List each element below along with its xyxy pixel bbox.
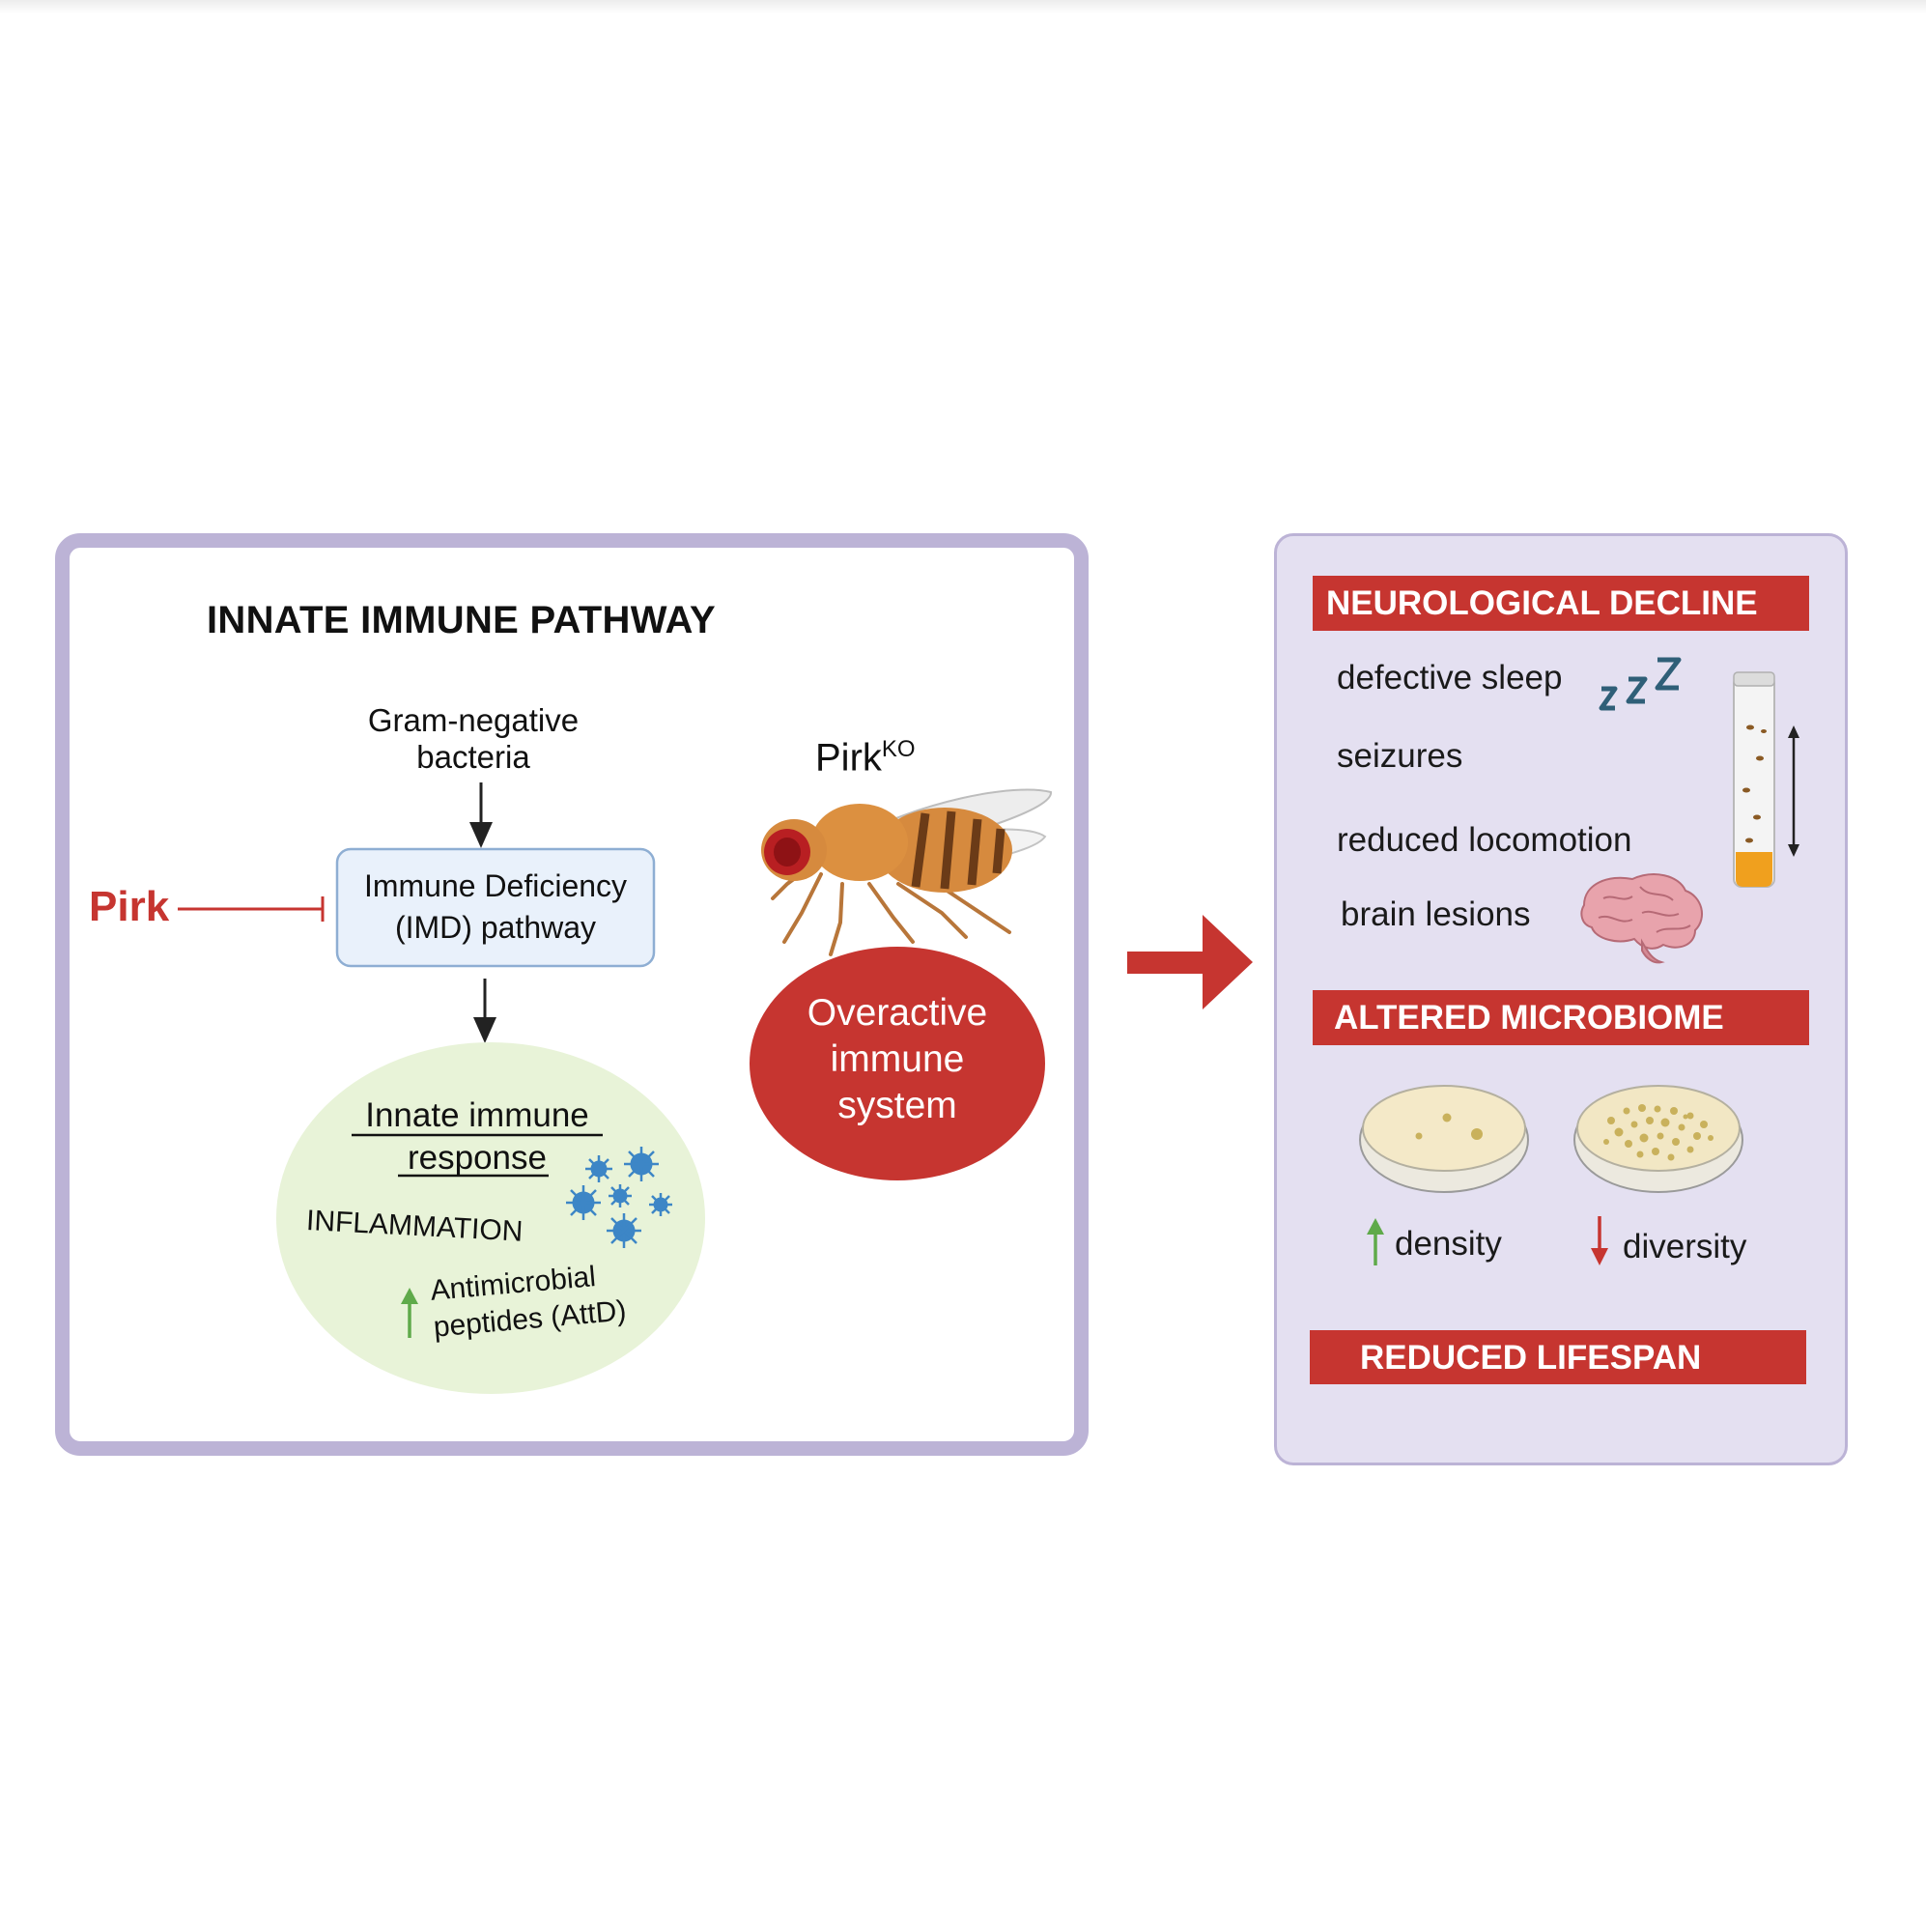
panel-title: INNATE IMMUNE PATHWAY [207,599,717,641]
diversity-down-arrow [1591,1216,1608,1265]
overactive-line1: Overactive [807,992,988,1034]
amp-up-arrow [401,1288,418,1338]
effect-reduced-locomotion: reduced locomotion [1337,821,1632,859]
response-title-line2: response [408,1139,547,1177]
overactive-immune-label: Overactive immune system [750,990,1045,1129]
virus-icon [566,1147,672,1248]
overactive-immune-ellipse [750,947,1045,1180]
big-right-arrow [1127,915,1253,1009]
effect-defective-sleep: defective sleep [1337,659,1563,696]
density-label: density [1395,1225,1502,1263]
innate-response-ellipse [276,1042,705,1394]
gram-negative-bacteria-label: Gram-negative bacteria [367,702,580,775]
altered-microbiome-banner: ALTERED MICROBIOME [1313,990,1809,1045]
pirk-label: Pirk [89,883,170,930]
effect-seizures: seizures [1337,737,1463,775]
overactive-line3: system [837,1085,957,1126]
petri-dish-icon [1359,1085,1529,1193]
response-title-line1: Innate immune [365,1096,589,1134]
imd-box-line2: (IMD) pathway [394,910,597,945]
imd-pathway-box [335,847,656,968]
overactive-line2: immune [830,1038,965,1080]
pirk-ko-main: Pirk [815,736,882,780]
diversity-label: diversity [1623,1228,1747,1265]
fruit-fly-icon [761,788,1053,956]
reduced-lifespan-banner: REDUCED LIFESPAN [1310,1330,1806,1384]
sleep-zzz-icon [1599,657,1682,711]
fly-vial-icon [1733,671,1799,888]
neurological-decline-banner: NEUROLOGICAL DECLINE [1313,576,1809,631]
top-edge-shade [0,0,1926,14]
brain-icon [1580,873,1704,964]
imd-box-line1: Immune Deficiency [363,868,628,903]
density-up-arrow [1367,1218,1384,1265]
pirk-ko-label: PirkKO [815,736,916,780]
pirk-ko-superscript: KO [881,736,916,762]
petri-dish-icon [1573,1085,1743,1193]
effect-brain-lesions: brain lesions [1341,895,1531,933]
